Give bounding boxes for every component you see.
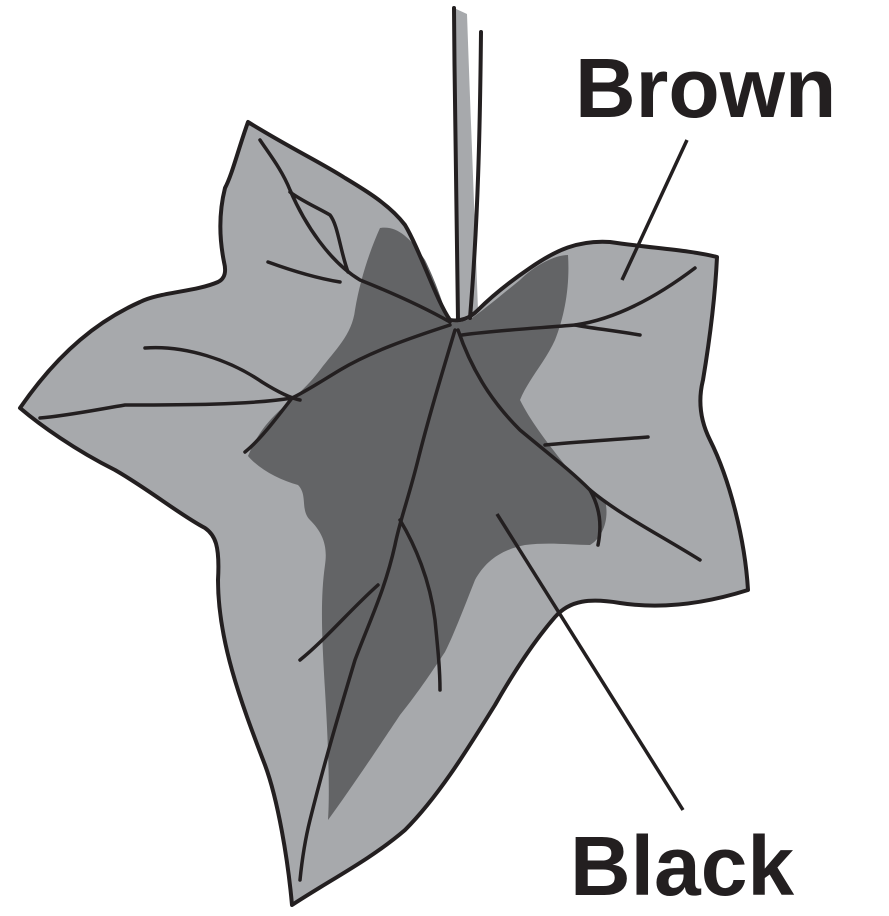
black-label: Black (570, 819, 794, 913)
brown-label: Brown (575, 41, 836, 135)
